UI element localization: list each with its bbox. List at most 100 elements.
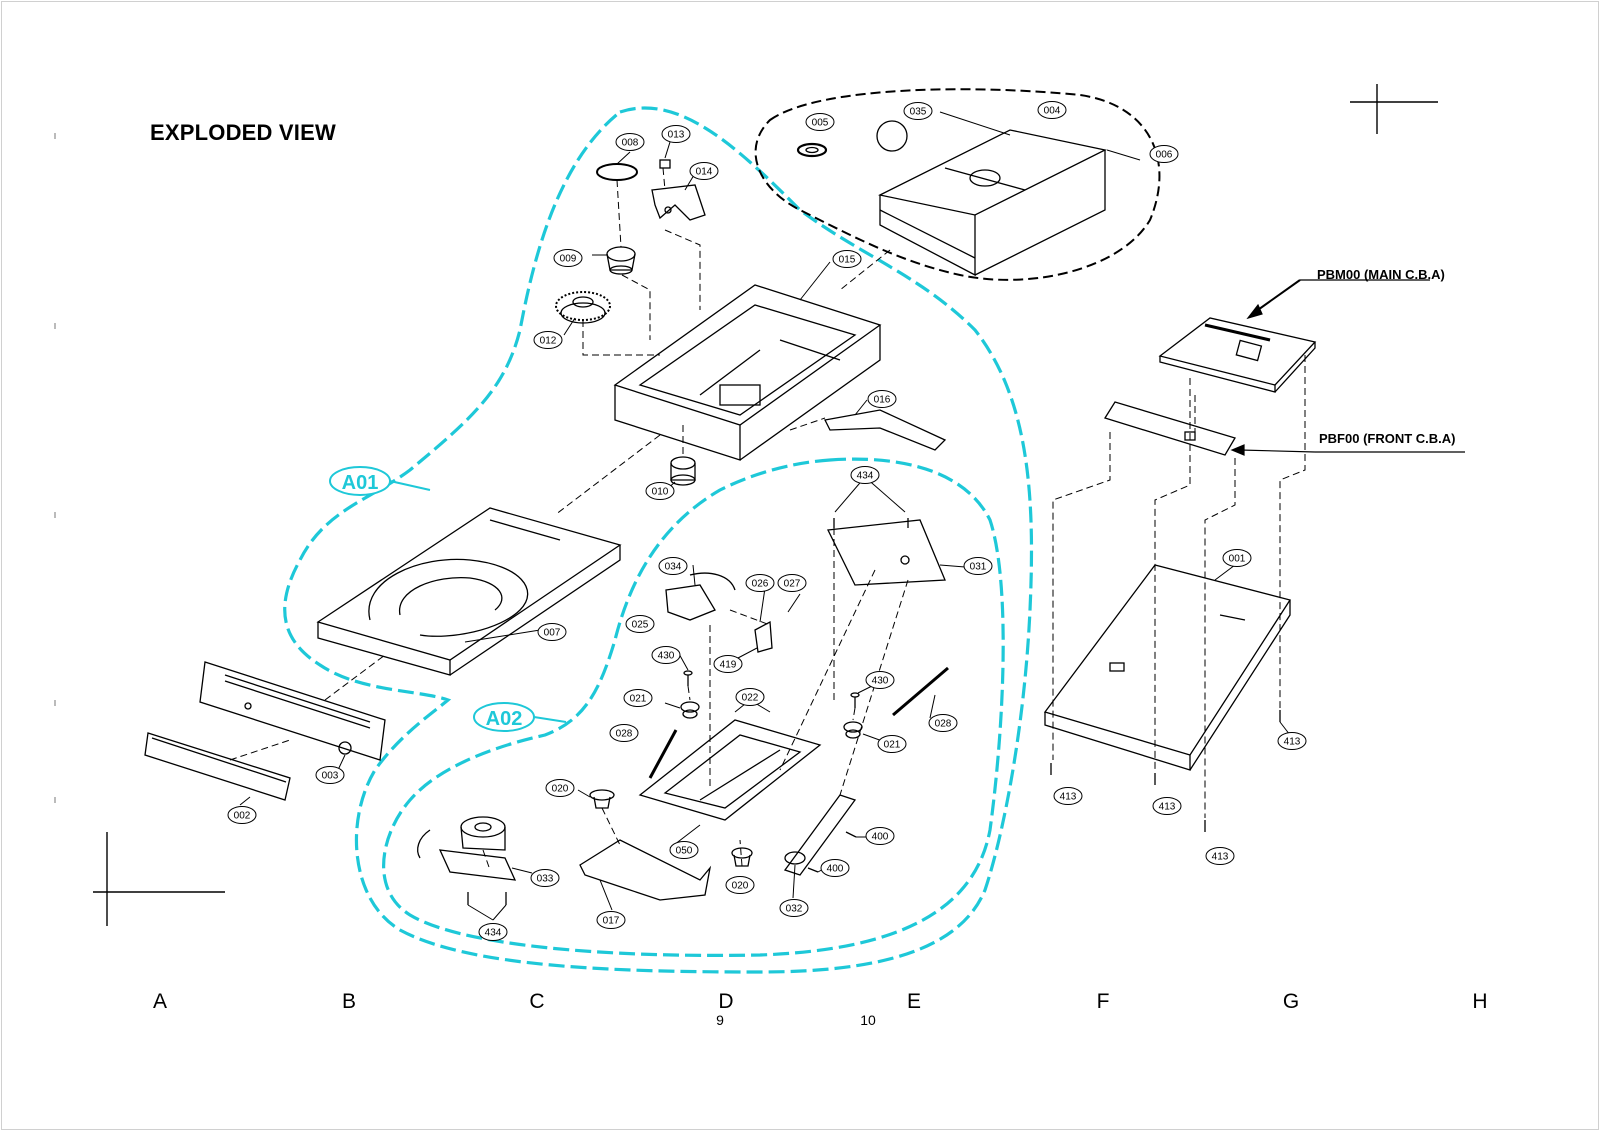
part-screw-430b [850, 692, 860, 708]
part-main-board [1158, 317, 1317, 393]
part-bottom-cover [1043, 564, 1292, 771]
group-a01-text: A01 [342, 472, 379, 494]
callout-label: 015 [839, 255, 856, 266]
part-tray [316, 507, 622, 676]
callout-434a: 434 [850, 466, 880, 484]
column-label-c: C [529, 990, 545, 1013]
page-number: 9 [716, 1012, 724, 1028]
callout-015: 015 [832, 250, 862, 268]
callout-013: 013 [661, 125, 691, 143]
callout-020a: 020 [545, 779, 575, 797]
callout-label: 014 [696, 167, 713, 178]
callout-label: 419 [720, 660, 737, 671]
part-shaft-028b [892, 666, 949, 717]
callout-label: 400 [872, 832, 889, 843]
part-bracket-017 [579, 839, 712, 901]
part-motor [670, 456, 696, 486]
callout-label: 025 [632, 620, 649, 631]
callout-label: 022 [742, 693, 759, 704]
callout-label: 021 [630, 694, 647, 705]
callout-022: 022 [735, 688, 765, 706]
callout-021b: 021 [877, 735, 907, 753]
callout-label: 028 [935, 719, 952, 730]
callout-026: 026 [745, 574, 775, 592]
callout-label: 001 [1229, 554, 1246, 565]
part-screw-400a [845, 831, 857, 838]
group-a01-label: A01 [329, 466, 431, 496]
part-rubber-020a [589, 789, 615, 809]
callout-434b: 434 [478, 923, 508, 941]
callout-419: 419 [713, 655, 743, 673]
callout-008: 008 [615, 133, 645, 151]
callout-label: 400 [827, 864, 844, 875]
part-screw-400b [807, 867, 819, 873]
callout-label: 002 [234, 811, 251, 822]
callout-017: 017 [596, 911, 626, 929]
part-belt [596, 163, 638, 181]
part-screws-434-bottom [467, 892, 507, 905]
callout-413d: 413 [1277, 732, 1307, 750]
callout-027: 027 [777, 574, 807, 592]
column-label-d: D [718, 990, 734, 1013]
callout-001: 001 [1222, 549, 1252, 567]
part-top-cover [878, 129, 1107, 277]
callout-002: 002 [227, 806, 257, 824]
edge-tick [54, 133, 56, 139]
part-shaft-028a [648, 729, 678, 779]
callout-016: 016 [867, 390, 897, 408]
callout-label: 032 [786, 904, 803, 915]
part-damper-021a [680, 701, 700, 719]
registration-mark-top-right [1350, 84, 1438, 134]
part-sled-motor [665, 572, 736, 621]
board-label-pbm00: PBM00 (MAIN C.B.A) [1317, 267, 1445, 282]
callout-label: 413 [1284, 737, 1301, 748]
callout-031: 031 [963, 557, 993, 575]
callout-033: 033 [530, 869, 560, 887]
part-013 [659, 159, 671, 169]
callout-label: 031 [970, 562, 987, 573]
callout-004: 004 [1037, 101, 1067, 119]
edge-tick [54, 512, 56, 518]
part-screws-413 [1050, 710, 1281, 832]
callout-021a: 021 [623, 689, 653, 707]
callout-034: 034 [658, 557, 688, 575]
callout-label: 020 [552, 784, 569, 795]
callout-009: 009 [553, 249, 583, 267]
callout-label: 035 [910, 107, 927, 118]
part-pickup-rail [783, 794, 857, 876]
callout-label: 434 [485, 928, 502, 939]
column-label-f: F [1096, 990, 1110, 1013]
callout-028a: 028 [609, 724, 639, 742]
part-screws-434-top [833, 518, 909, 528]
group-a01-outline [283, 106, 1034, 974]
callout-label: 434 [857, 471, 874, 482]
callout-label: 004 [1044, 106, 1061, 117]
part-bracket-031 [827, 519, 946, 586]
group-a02-label: A02 [473, 702, 567, 732]
callout-label: 003 [322, 771, 339, 782]
callout-label: 034 [665, 562, 682, 573]
callout-label: 017 [603, 916, 620, 927]
callout-label: 005 [812, 118, 829, 129]
callout-label: 413 [1159, 802, 1176, 813]
callout-label: 033 [537, 874, 554, 885]
column-label-e: E [906, 990, 922, 1013]
callout-label: 016 [874, 395, 891, 406]
callout-400a: 400 [865, 827, 895, 845]
assembly-lines [229, 167, 1306, 871]
callout-006: 006 [1149, 145, 1179, 163]
callout-005: 005 [805, 113, 835, 131]
callout-007: 007 [537, 623, 567, 641]
group-006-outline [754, 88, 1161, 281]
board-pointers [1230, 279, 1465, 456]
part-pulley [606, 246, 636, 275]
callout-label: 413 [1060, 792, 1077, 803]
callout-label: 028 [616, 729, 633, 740]
callout-012: 012 [533, 331, 563, 349]
part-rack [824, 409, 947, 451]
edge-tick [54, 323, 56, 329]
part-door [144, 732, 291, 801]
